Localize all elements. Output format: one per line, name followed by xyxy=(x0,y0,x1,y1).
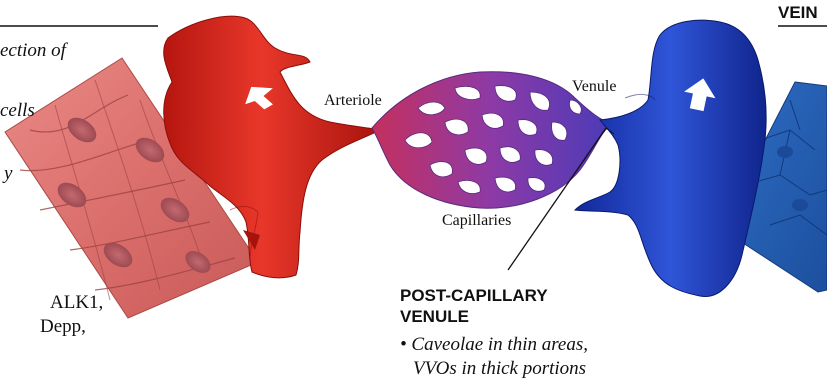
callout-title-line-1: POST-CAPILLARY xyxy=(400,286,548,306)
callout-title-line-2: VENULE xyxy=(400,307,469,327)
vein-vessel xyxy=(575,20,766,296)
left-text-line-2: cells xyxy=(0,100,35,122)
left-text-line-4: ALK1, xyxy=(50,292,103,314)
arteriole-label: Arteriole xyxy=(324,92,382,110)
capillaries-label: Capillaries xyxy=(442,212,511,230)
left-text-line-5: Depp, xyxy=(40,316,86,338)
venule-label: Venule xyxy=(572,78,616,96)
callout-bullet-line-1: • Caveolae in thin areas, xyxy=(400,334,588,356)
left-text-line-1: ection of xyxy=(0,40,66,62)
callout-bullet-line-2: VVOs in thick portions xyxy=(413,358,586,380)
left-text-line-3: y xyxy=(4,163,12,185)
vein-title: VEIN xyxy=(778,3,818,23)
